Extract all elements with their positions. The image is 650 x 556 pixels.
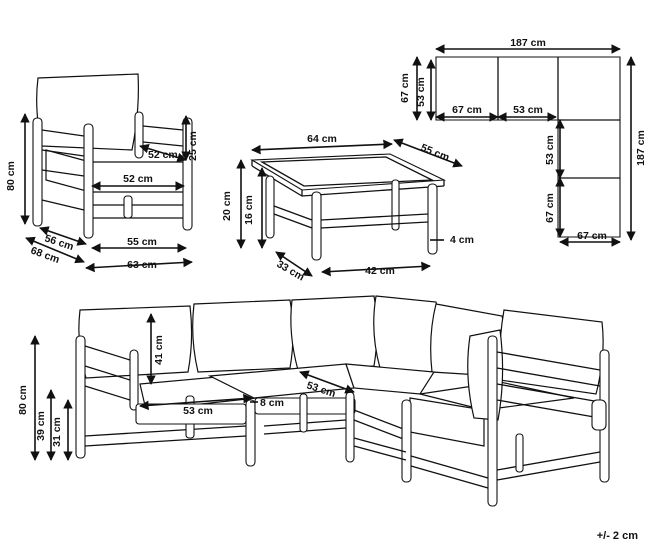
table-shelf-length-arrow — [321, 261, 431, 277]
sofa-seat-height-label: 39 cm — [35, 411, 47, 441]
table-length-arrow — [251, 139, 393, 155]
table-length-label: 64 cm — [307, 133, 337, 145]
sofa-back-height-label: 41 cm — [153, 335, 165, 365]
sofa-seat-depth-arrow — [299, 370, 355, 394]
armchair-back-height-label: 25 cm — [187, 131, 199, 161]
corner-sofa-drawing — [75, 295, 610, 507]
armchair-seat-width-label: 55 cm — [127, 236, 157, 248]
table-leg-label: 4 cm — [450, 234, 474, 246]
table-shelf-length-label: 42 cm — [365, 265, 395, 277]
armchair-inner-width-label: 52 cm — [123, 173, 153, 185]
corner-sofa-dimensions: 80 cm 39 cm 31 cm 41 cm 53 cm 8 cm 53 cm — [17, 313, 355, 461]
armchair-dimensions: 80 cm 25 cm 52 cm 52 cm 56 cm 68 cm 55 c… — [5, 113, 199, 273]
armchair-width-label: 63 cm — [127, 259, 157, 271]
sofa-arm-label: 8 cm — [260, 397, 284, 409]
plan-total-width-label: 187 cm — [510, 37, 546, 49]
table-width-label: 55 cm — [419, 142, 451, 164]
plan-module-depth-label: 67 cm — [399, 73, 411, 103]
table-inner-height-label: 16 cm — [243, 195, 255, 225]
floor-plan-drawing — [435, 56, 621, 238]
armchair-inner-depth-label: 52 cm — [148, 149, 178, 161]
armchair-height-label: 80 cm — [5, 161, 17, 191]
floor-plan-dimensions: 187 cm 187 cm 67 cm 53 cm 67 cm 53 cm 53… — [399, 37, 647, 247]
plan-side-seat-label: 53 cm — [544, 135, 556, 165]
coffee-table-drawing — [250, 153, 447, 261]
sofa-height-label: 80 cm — [17, 385, 29, 415]
plan-middle-module-label: 53 cm — [513, 104, 543, 116]
table-width-arrow — [393, 138, 463, 168]
plan-seat-depth-label: 53 cm — [415, 77, 427, 107]
armchair-inner-depth-arrow — [139, 143, 187, 163]
sofa-seat-width-arrow — [139, 393, 253, 411]
table-shelf-depth-arrow — [275, 251, 313, 277]
table-height-label: 20 cm — [221, 191, 233, 221]
armchair-width-arrow — [85, 257, 193, 273]
sofa-seat-width-label: 53 cm — [183, 405, 213, 417]
tolerance-note: +/- 2 cm — [596, 530, 638, 542]
plan-arm-module-label: 67 cm — [577, 230, 607, 242]
armchair-depth-arrow — [25, 236, 85, 264]
plan-total-depth-label: 187 cm — [635, 130, 647, 166]
plan-left-module-label: 67 cm — [452, 104, 482, 116]
sofa-frame-height-label: 31 cm — [51, 417, 63, 447]
plan-corner-depth-label: 67 cm — [544, 193, 556, 223]
